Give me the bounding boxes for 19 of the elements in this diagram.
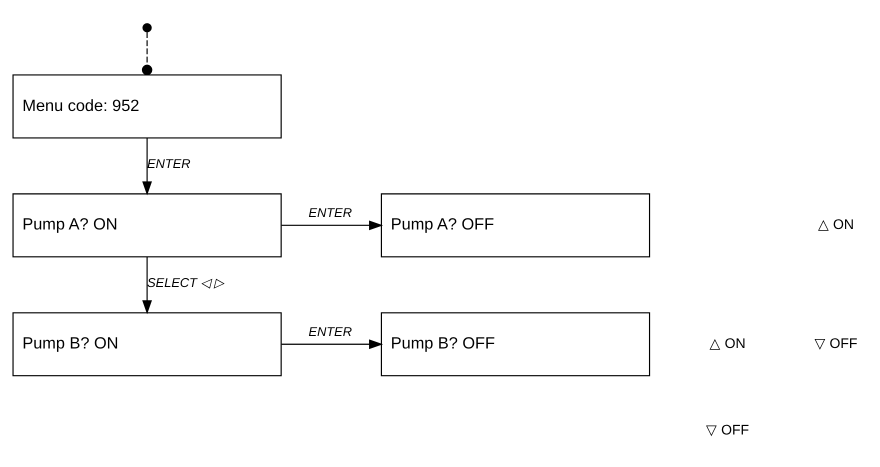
label: △ ON xyxy=(818,216,854,232)
label: ▽ OFF xyxy=(706,422,750,438)
node-circle xyxy=(142,23,152,32)
arrow xyxy=(142,256,152,314)
label: △ ON xyxy=(710,334,746,351)
arrow xyxy=(142,138,152,196)
label: ▽ OFF xyxy=(814,334,858,351)
node-box: Pump B? ON xyxy=(12,312,282,376)
edge-label: ENTER xyxy=(308,204,352,220)
edge-label: ENTER xyxy=(147,156,191,171)
arrow xyxy=(282,220,384,230)
node-box: Pump A? OFF xyxy=(380,193,650,258)
connector xyxy=(142,32,152,76)
arrow xyxy=(282,339,384,350)
node-box: Menu code: 952 xyxy=(12,74,282,138)
node-box: Pump A? ON xyxy=(12,193,282,258)
node-box: Pump B? OFF xyxy=(380,312,650,376)
edge-label: SELECT ◁ ▷ xyxy=(147,274,224,290)
edge-label: ENTER xyxy=(308,324,352,339)
